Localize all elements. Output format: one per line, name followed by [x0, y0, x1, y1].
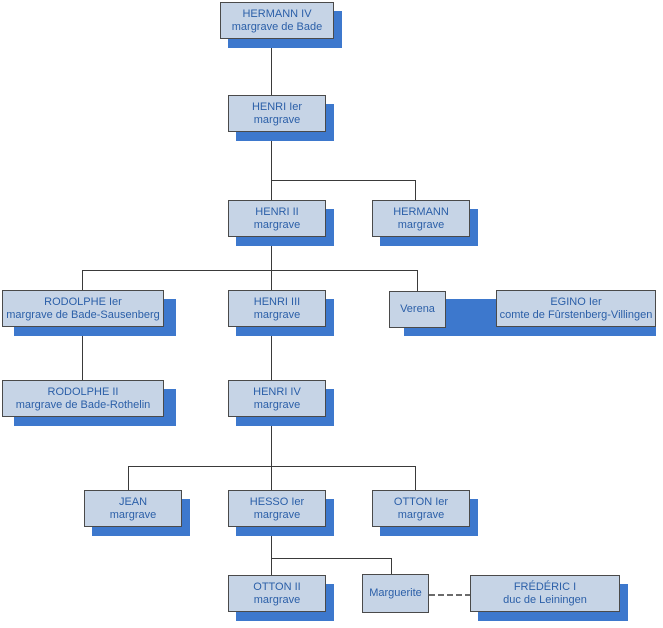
node-hesso1[interactable]: HESSO Ier margrave [228, 490, 326, 527]
node-henri1[interactable]: HENRI Ier margrave [228, 95, 326, 132]
connector-bus-gen3 [82, 270, 418, 271]
connector-henri4-down [271, 420, 272, 466]
node-label-secondary: margrave [253, 113, 301, 126]
node-label-primary: OTTON II [253, 580, 301, 593]
connector-bus-to-henri2 [271, 180, 272, 201]
node-label-secondary: margrave [397, 218, 445, 231]
node-henri4[interactable]: HENRI IV margrave [228, 380, 326, 417]
node-label-primary: JEAN [118, 495, 148, 508]
node-henri2[interactable]: HENRI II margrave [228, 200, 326, 237]
connector-bus-to-hermann [415, 180, 416, 201]
node-rodolphe1[interactable]: RODOLPHE Ier margrave de Bade-Sausenberg [2, 290, 164, 327]
node-label-secondary: margrave [397, 508, 445, 521]
node-label-secondary: margrave [253, 593, 301, 606]
connector-bus-to-rodolphe1 [82, 270, 83, 291]
node-otton1[interactable]: OTTON Ier margrave [372, 490, 470, 527]
connector-hermann4-henri1 [271, 40, 272, 95]
connector-bus-gen6 [271, 558, 391, 559]
node-label-primary: HERMANN [393, 205, 449, 218]
node-label-primary: EGINO Ier [550, 295, 602, 308]
node-label-secondary: margrave [253, 508, 301, 521]
node-hermann[interactable]: HERMANN margrave [372, 200, 470, 237]
connector-henri3-henri4 [271, 330, 272, 381]
node-label-secondary: comte de Fûrstenberg-Villingen [499, 308, 653, 321]
node-label-secondary: margrave [253, 398, 301, 411]
node-hermann4[interactable]: HERMANN IV margrave de Bade [220, 2, 334, 39]
node-label-secondary: margrave [109, 508, 157, 521]
node-verena[interactable]: Verena [389, 291, 446, 328]
connector-henri1-down [271, 135, 272, 180]
connector-henri2-down [271, 240, 272, 271]
connector-rodolphe1-rodolphe2 [82, 330, 83, 381]
connector-hesso1-down [271, 530, 272, 558]
node-label-secondary: margrave [253, 218, 301, 231]
node-label-primary: HENRI IV [253, 385, 301, 398]
node-label-primary: RODOLPHE II [47, 385, 119, 398]
connector-bus-to-hesso1 [271, 466, 272, 491]
marriage-link-marguerite-frederic [429, 594, 471, 596]
connector-bus-to-otton2 [271, 558, 272, 575]
node-label-primary: RODOLPHE Ier [44, 295, 122, 308]
connector-bus-gen5 [128, 466, 416, 467]
node-label-primary: HENRI III [253, 295, 301, 308]
node-label-primary: HENRI II [255, 205, 299, 218]
node-frederic1[interactable]: FRÉDÉRIC I duc de Leiningen [470, 575, 620, 612]
connector-bus-to-jean [128, 466, 129, 491]
node-label-primary: Verena [400, 303, 435, 315]
node-jean[interactable]: JEAN margrave [84, 490, 182, 527]
node-label-primary: HESSO Ier [249, 495, 305, 508]
connector-bus-to-otton1 [415, 466, 416, 491]
connector-bus-gen2 [271, 180, 416, 181]
node-otton2[interactable]: OTTON II margrave [228, 575, 326, 612]
node-label-primary: HENRI Ier [251, 100, 303, 113]
node-label-primary: HERMANN IV [242, 7, 312, 20]
connector-bus-to-marguerite [391, 558, 392, 575]
node-label-secondary: margrave [253, 308, 301, 321]
node-henri3[interactable]: HENRI III margrave [228, 290, 326, 327]
connector-bus-to-henri3 [271, 270, 272, 291]
node-label-secondary: duc de Leiningen [503, 593, 587, 606]
node-rodolphe2[interactable]: RODOLPHE II margrave de Bade-Rothelin [2, 380, 164, 417]
node-label-secondary: margrave de Bade-Sausenberg [6, 308, 160, 321]
node-label-primary: FRÉDÉRIC I [513, 580, 577, 593]
node-marguerite[interactable]: Marguerite [362, 574, 429, 613]
node-label-secondary: margrave de Bade-Rothelin [15, 398, 151, 411]
node-egino1[interactable]: EGINO Ier comte de Fûrstenberg-Villingen [496, 290, 656, 327]
node-label-primary: OTTON Ier [393, 495, 449, 508]
node-label-primary: Marguerite [369, 587, 422, 599]
node-label-secondary: margrave de Bade [231, 20, 323, 33]
connector-bus-to-verena [417, 270, 418, 291]
